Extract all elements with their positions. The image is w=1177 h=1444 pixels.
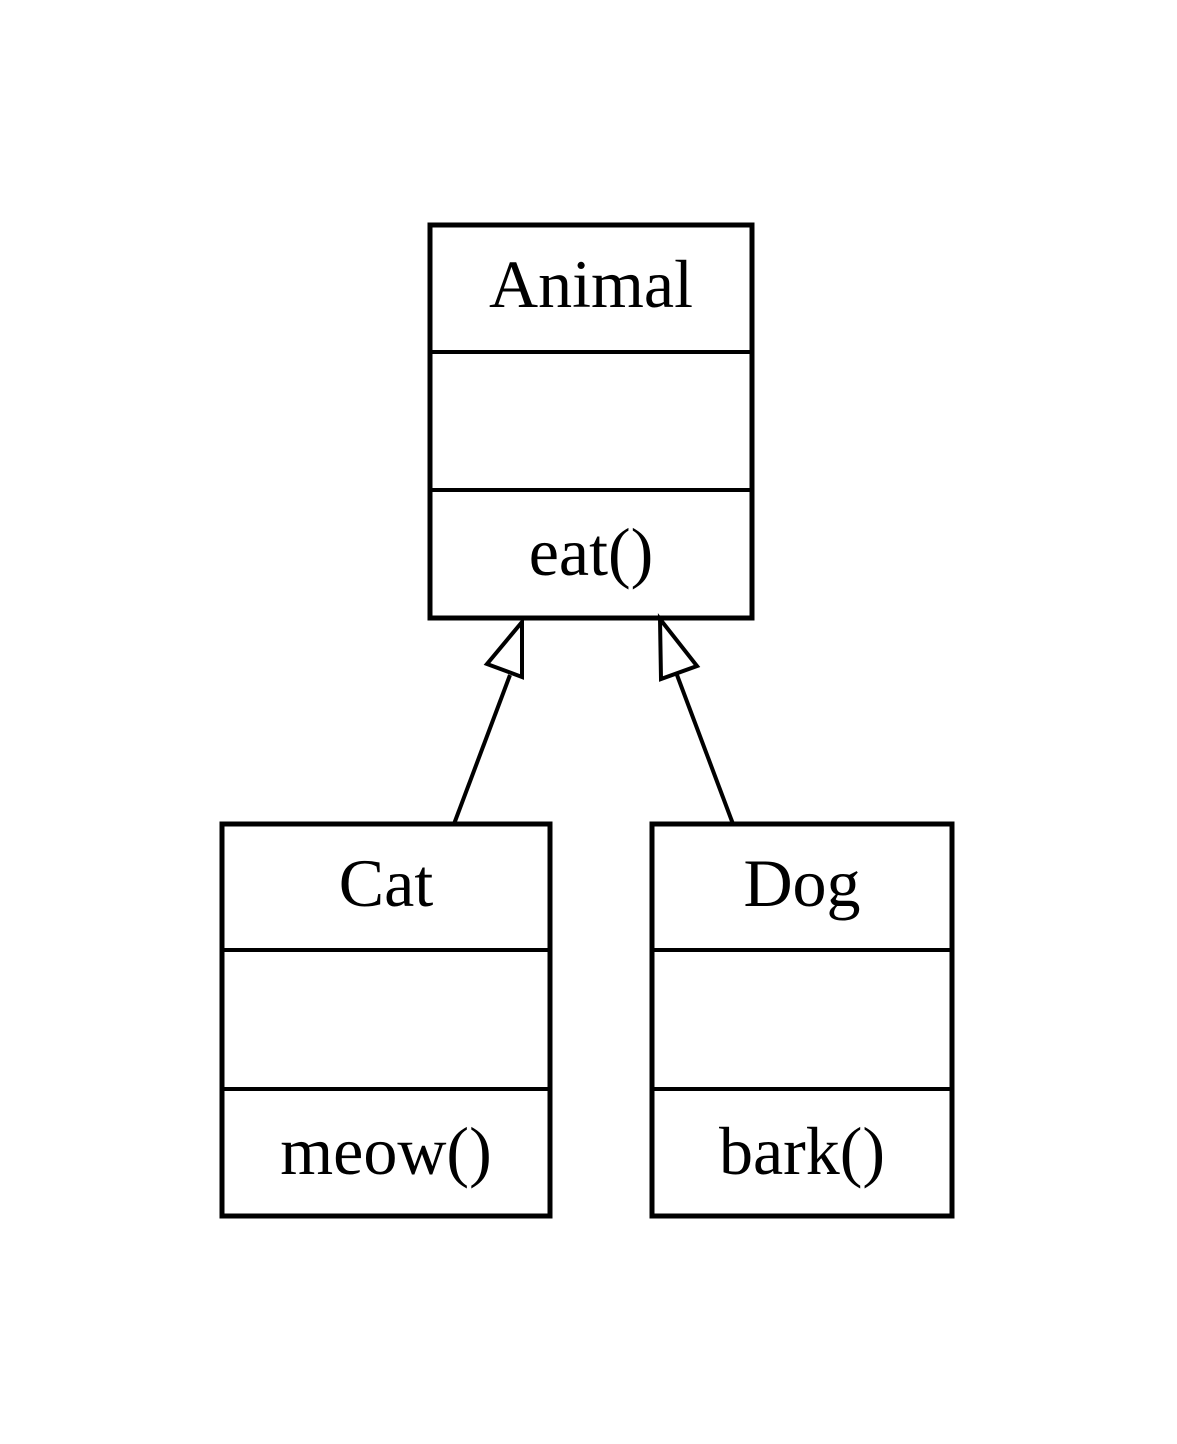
- generalization-dog-animal-line: [675, 674, 735, 825]
- class-animal: Animal eat(): [427, 222, 755, 621]
- class-cat-name: Cat: [339, 845, 434, 921]
- hollow-triangle-arrowhead-icon: [483, 616, 524, 680]
- class-cat-methods: meow(): [280, 1113, 491, 1189]
- class-cat: Cat meow(): [219, 821, 553, 1219]
- class-animal-name: Animal: [489, 246, 693, 322]
- hollow-triangle-arrowhead-icon: [657, 613, 701, 682]
- class-cat-frame: [219, 821, 553, 1219]
- generalization-dog-animal: [657, 613, 735, 825]
- class-animal-methods: eat(): [529, 514, 654, 590]
- class-dog-methods: bark(): [719, 1113, 885, 1189]
- generalization-cat-animal-line: [452, 674, 512, 825]
- class-dog-frame: [649, 821, 955, 1219]
- class-animal-frame: [427, 222, 755, 621]
- class-dog: Dog bark(): [649, 821, 955, 1219]
- generalization-cat-animal: [452, 616, 524, 825]
- class-dog-name: Dog: [743, 845, 860, 921]
